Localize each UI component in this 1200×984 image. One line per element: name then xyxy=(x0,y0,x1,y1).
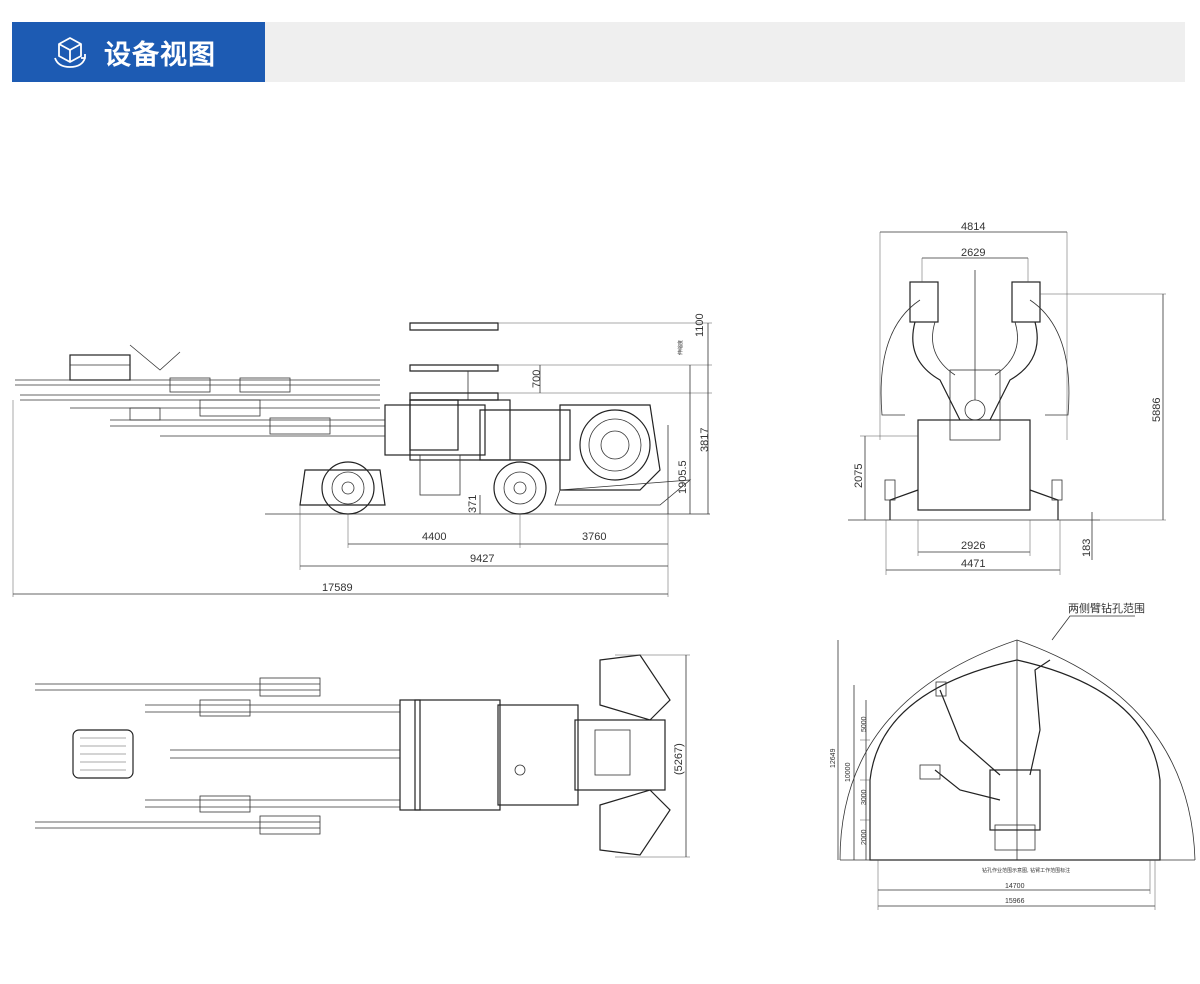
dim-2075: 2075 xyxy=(853,464,865,488)
top-view xyxy=(35,654,690,858)
dim-14700: 14700 xyxy=(1005,883,1025,890)
range-view xyxy=(837,615,1196,910)
page-title: 设备视图 xyxy=(104,39,216,71)
dim-5000: 5000 xyxy=(861,716,868,732)
dim-371: 371 xyxy=(467,495,479,513)
dim-183: 183 xyxy=(1081,539,1093,557)
dim-1905-5: 1905.5 xyxy=(677,460,689,494)
dim-2926: 2926 xyxy=(961,540,985,552)
dim-9427: 9427 xyxy=(470,553,494,565)
dim-2000: 2000 xyxy=(861,829,868,845)
dim-10000: 10000 xyxy=(845,762,852,782)
dim-3000: 3000 xyxy=(861,789,868,805)
dim-3760: 3760 xyxy=(582,531,606,543)
dim-4400: 4400 xyxy=(422,531,446,543)
dim-5267: (5267) xyxy=(673,743,685,775)
dim-1100: 1100 xyxy=(694,313,706,337)
cube-rotate-icon xyxy=(54,37,86,68)
dim-700: 700 xyxy=(531,370,543,388)
header-tab: 设备视图 xyxy=(12,22,265,82)
dim-4471: 4471 xyxy=(961,558,985,570)
dim-12649: 12649 xyxy=(830,748,837,768)
dim-5886: 5886 xyxy=(1151,398,1163,422)
front-view xyxy=(848,231,1166,575)
range-label: 两侧臂钻孔范围 xyxy=(1068,601,1145,615)
dim-2629: 2629 xyxy=(961,247,985,259)
dim-4814: 4814 xyxy=(961,221,985,233)
side-annotation: 伸缩度 xyxy=(677,340,684,355)
side-view xyxy=(12,322,712,597)
dim-17589: 17589 xyxy=(322,582,353,594)
dim-3817: 3817 xyxy=(699,428,711,452)
dim-15966: 15966 xyxy=(1005,898,1025,905)
range-note: 钻孔作业范围示意图, 钻臂工作范围标注 xyxy=(982,867,1070,874)
